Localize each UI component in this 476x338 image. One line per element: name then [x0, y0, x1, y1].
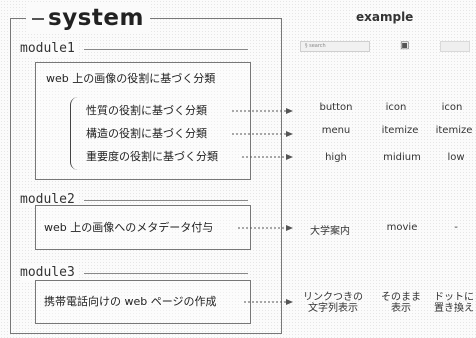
example-importance-3: low — [447, 152, 465, 163]
module3-heading: 携帯電話向けの web ページの作成 — [44, 295, 217, 308]
example-nature-1: button — [319, 102, 353, 113]
example-structure-3: itemize — [435, 125, 473, 136]
example-title: example — [356, 10, 414, 24]
example-window-icon: ▣ — [400, 40, 410, 51]
classification-item-importance: 重要度の役割に基づく分類 — [86, 150, 218, 163]
example-structure-1: menu — [321, 125, 351, 136]
module3-rule — [84, 273, 248, 274]
example-structure-2: itemize — [381, 125, 419, 136]
example-mobile-3: ドットに 置き換え — [434, 292, 474, 314]
classification-brace — [70, 97, 80, 170]
module3-label: module3 — [20, 265, 79, 281]
system-title: system — [26, 3, 150, 33]
example-nature-2: icon — [385, 102, 407, 113]
example-button-preview — [440, 41, 470, 52]
example-mobile-1: リンクつきの 文字列表示 — [303, 292, 363, 314]
module1-heading: web 上の画像の役割に基づく分類 — [46, 72, 216, 85]
module2-label: module2 — [20, 192, 79, 208]
classification-item-nature: 性質の役割に基づく分類 — [86, 104, 207, 117]
example-importance-2: midium — [383, 152, 421, 163]
module2-rule — [84, 200, 248, 201]
example-nature-3: icon — [441, 102, 463, 113]
module1-label: module1 — [20, 41, 79, 57]
example-importance-1: high — [325, 152, 347, 163]
example-metadata-3: - — [454, 222, 458, 233]
example-metadata-2: movie — [386, 222, 418, 233]
title-dash — [32, 17, 44, 20]
example-metadata-1: 大学案内 — [310, 226, 350, 237]
module2-heading: web 上の画像へのメタデータ付与 — [44, 221, 214, 234]
module1-rule — [84, 49, 248, 50]
example-search-input: § search — [300, 41, 370, 52]
module2-box — [35, 205, 251, 250]
system-title-text: system — [48, 5, 144, 31]
module1-box — [35, 62, 251, 180]
example-mobile-2: そのまま 表示 — [381, 292, 421, 314]
classification-item-structure: 構造の役割に基づく分類 — [86, 127, 207, 140]
